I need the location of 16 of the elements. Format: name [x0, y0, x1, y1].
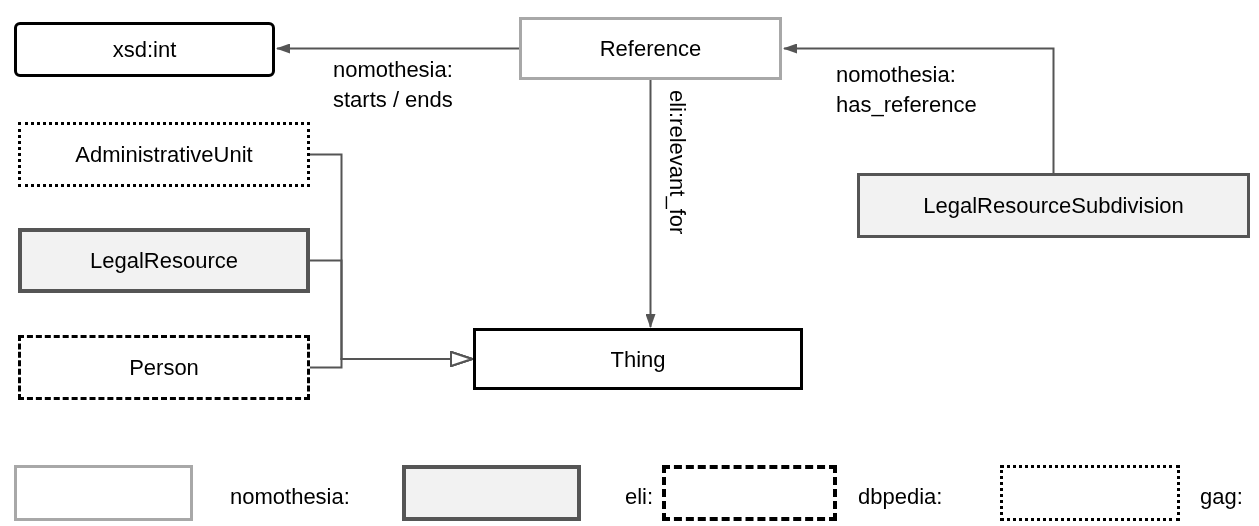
class-box: LegalResource [18, 228, 310, 293]
class-box: Reference [519, 17, 782, 80]
class-box: xsd:int [14, 22, 275, 77]
legend-label: dbpedia: [858, 483, 943, 511]
arrow [783, 43, 1055, 174]
class-box: Thing [473, 328, 803, 390]
class-box: LegalResourceSubdivision [857, 173, 1250, 238]
arrow [309, 351, 473, 369]
class-box: AdministrativeUnit [18, 122, 310, 187]
arrow [645, 79, 656, 328]
arrow [276, 43, 520, 54]
edge-label: eli:relevant_for [666, 90, 688, 235]
legend-label: eli: [625, 483, 654, 511]
class-box: Person [18, 335, 310, 400]
legend-label: gag: [1200, 483, 1243, 511]
legend-label: nomothesia: [230, 483, 350, 511]
